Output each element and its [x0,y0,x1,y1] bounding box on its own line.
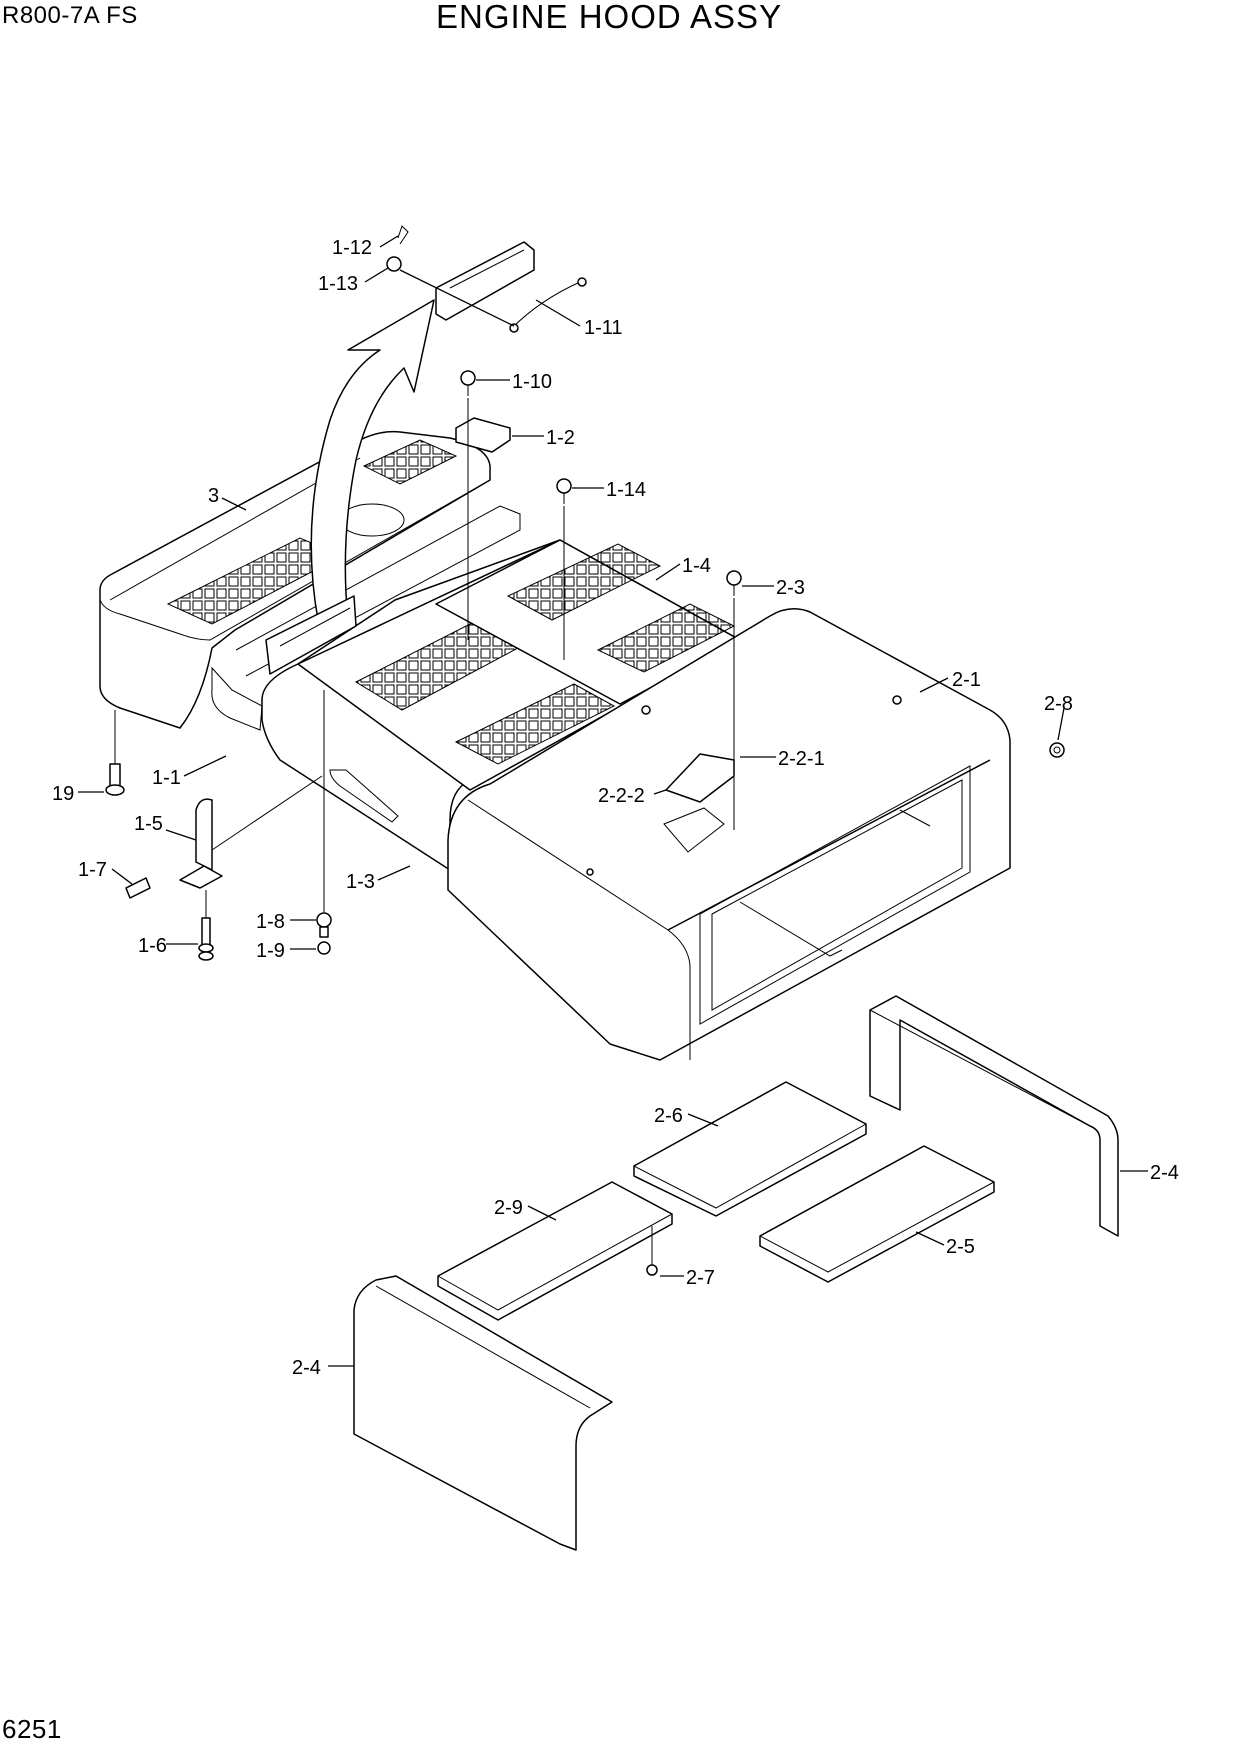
model-code: R800-7A FS [2,2,138,29]
callout-1-7: 1-7 [78,859,107,881]
callout-labels: 1-12 1-13 1-11 1-10 1-2 1-14 3 1-4 2-3 2… [52,237,1179,1379]
callout-2-1: 2-1 [952,669,981,691]
callout-1-13: 1-13 [318,273,358,295]
callout-2-9: 2-9 [494,1197,523,1219]
leader-lines [78,235,1148,1367]
callout-1-4: 1-4 [682,555,711,577]
callout-1-1: 1-1 [152,767,181,789]
detail-arrow [310,299,435,621]
callout-1-6: 1-6 [138,935,167,957]
callout-2-5: 2-5 [946,1236,975,1258]
callout-1-14: 1-14 [606,479,646,501]
callout-1-2: 1-2 [546,427,575,449]
callout-1-10: 1-10 [512,371,552,393]
callout-2-4-left: 2-4 [292,1357,321,1379]
page-title: ENGINE HOOD ASSY [436,0,783,35]
center-hood-part [261,539,741,871]
callout-1-9: 1-9 [256,940,285,962]
callout-1-12: 1-12 [332,237,372,259]
callout-1-8: 1-8 [256,911,285,933]
callout-1-11: 1-11 [584,317,623,339]
callout-19: 19 [52,783,74,805]
callout-3: 3 [208,485,219,507]
callout-2-7: 2-7 [686,1267,715,1289]
callout-2-3: 2-3 [776,577,805,599]
lower-panels [353,995,1119,1551]
page-number: 6251 [2,1714,62,1744]
callout-2-8: 2-8 [1044,693,1073,715]
callout-2-4-right: 2-4 [1150,1162,1179,1184]
callout-1-3: 1-3 [346,871,375,893]
rear-cover-part [99,430,521,731]
callout-2-2-2: 2-2-2 [598,785,645,807]
callout-1-5: 1-5 [134,813,163,835]
callout-2-6: 2-6 [654,1105,683,1127]
callout-2-2-1: 2-2-1 [778,748,825,770]
